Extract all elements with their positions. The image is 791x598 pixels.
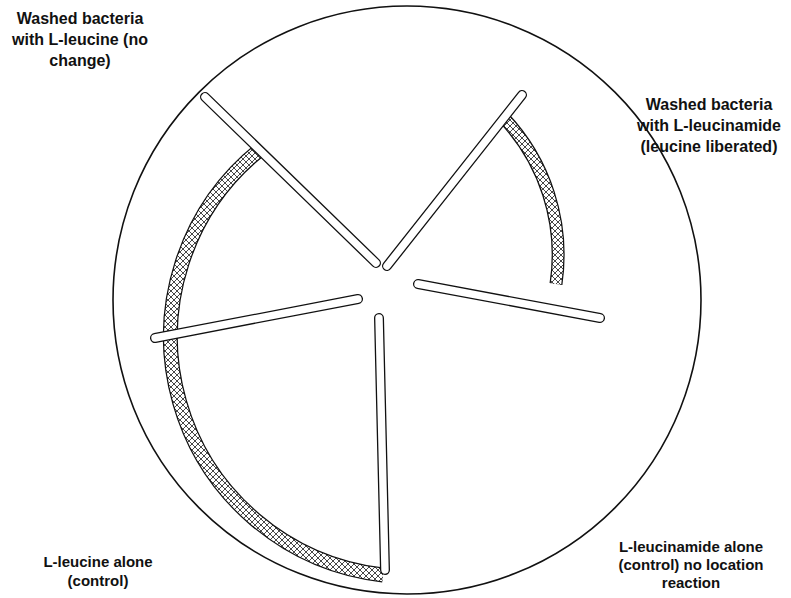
figure-label: Washed bacteria with L-leucinamide (leuc… <box>632 94 786 157</box>
precipitate-band-edge <box>502 116 558 284</box>
precipitate-band-edge <box>170 148 383 575</box>
figure-label: Washed bacteria with L-leucine (no chang… <box>4 8 156 71</box>
precipitate-band <box>170 148 383 575</box>
precipitate-band <box>502 116 558 284</box>
figure-label: L-leucine alone (control) <box>18 552 178 590</box>
figure-label: L-leucinamide alone (control) no locatio… <box>596 538 786 592</box>
dish-outline <box>113 6 701 594</box>
